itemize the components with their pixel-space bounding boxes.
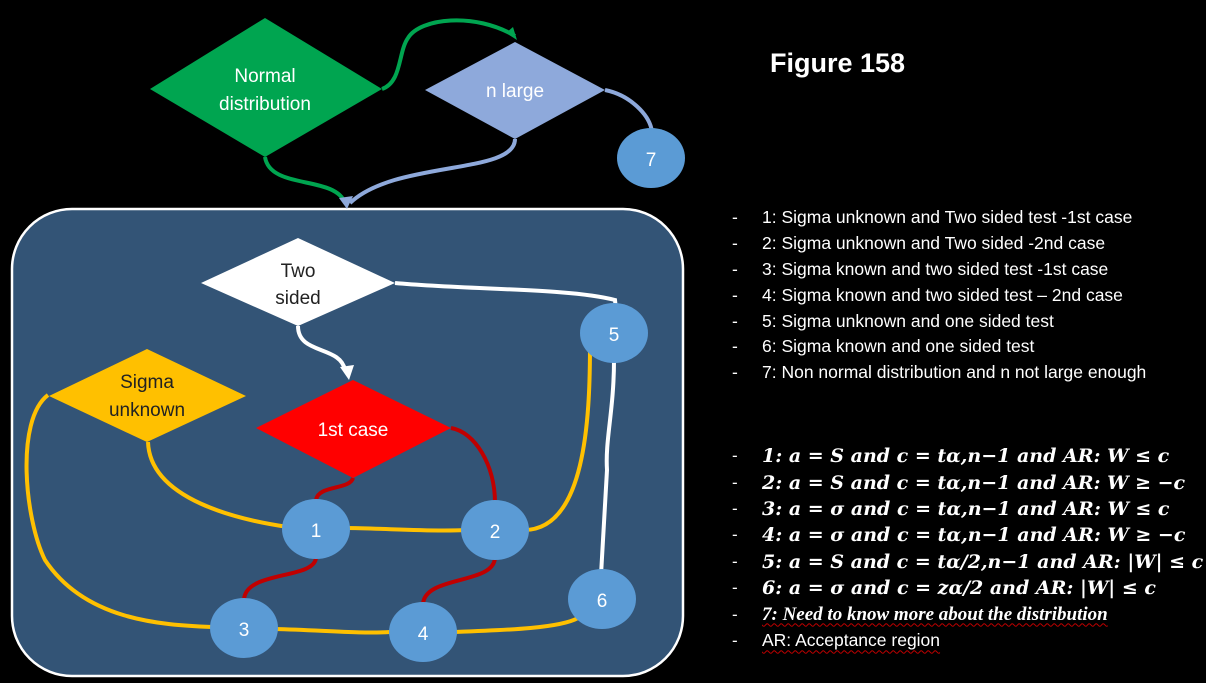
bullet-dash: - [732,362,738,383]
circle-node-1: 1 [282,499,350,559]
formula-item: - 7: Need to know more about the distribu… [732,601,1202,627]
formula-item: - 3: a = σ and c = tα,n−1 and AR: W ≤ c [732,496,1202,522]
edge-3-to-4 [274,627,391,635]
circle-node-6: 6 [568,569,636,629]
circle-node-5: 5 [580,303,648,363]
legend-item: - 5: Sigma unknown and one sided test [732,308,1202,334]
circle-node-2: 2 [461,500,529,560]
bullet-dash: - [732,630,738,650]
sigma-unknown-diamond [49,349,246,442]
formula-text: 1: a = S and c = tα,n−1 and AR: W ≤ c [762,445,1170,468]
circle-node-4: 4 [389,602,457,662]
legend-text: 7: Non normal distribution and n not lar… [762,362,1147,383]
bullet-dash: - [732,551,738,571]
formula-item: - 4: a = σ and c = tα,n−1 and AR: W ≥ −c [732,522,1202,548]
formula-text: 7: Need to know more about the distribut… [762,603,1108,625]
circle-label-5: 5 [609,325,620,346]
normal-distribution-label-1: Normal [234,66,295,87]
bullet-dash: - [732,207,738,228]
bullet-dash: - [732,525,738,545]
bullet-dash: - [732,578,738,598]
n-large-diamond [425,42,605,139]
edge-1-to-2 [344,526,466,533]
sigma-unknown-label-2: unknown [109,400,185,421]
edge-2-to-4 [421,556,497,605]
first-case-label: 1st case [318,420,389,441]
circle-label-6: 6 [597,591,608,612]
formula-text: 5: a = S and c = tα/2,n−1 and AR: |W| ≤ … [762,550,1204,573]
legend-text: 4: Sigma known and two sided test – 2nd … [762,284,1123,305]
legend-text: 3: Sigma known and two sided test -1st c… [762,258,1109,279]
formula-text: 3: a = σ and c = tα,n−1 and AR: W ≤ c [762,497,1170,520]
edge-normal-to-nlarge [381,18,517,91]
legend-item: - 3: Sigma known and two sided test -1st … [732,257,1202,283]
legend-item: - 2: Sigma unknown and Two sided -2nd cas… [732,231,1202,257]
edge-nlarge-to-panel [348,138,517,205]
normal-distribution-label-2: distribution [219,94,311,115]
circle-label-7: 7 [646,150,657,171]
circle-label-2: 2 [490,522,501,543]
formula-item: - AR: Acceptance region [732,628,1202,654]
bullet-dash: - [732,310,738,331]
legend-text: 1: Sigma unknown and Two sided test -1st… [762,207,1133,228]
circle-node-3: 3 [210,598,278,658]
formula-item: - 6: a = σ and c = zα/2 and AR: |W| ≤ c [732,575,1202,601]
circle-label-1: 1 [311,521,322,542]
two-sided-diamond [201,238,395,326]
circle-label-3: 3 [239,620,250,641]
formula-list: - 1: a = S and c = tα,n−1 and AR: W ≤ c -… [732,443,1204,654]
edge-1-to-3 [242,556,318,601]
formula-item: - 5: a = S and c = tα/2,n−1 and AR: |W| ≤… [732,549,1204,575]
edge-5-to-6 [599,359,616,576]
legend-item: - 6: Sigma known and one sided test [732,334,1202,360]
arrowhead-panel [339,196,353,209]
legend-text: 2: Sigma unknown and Two sided -2nd case [762,233,1106,254]
n-large-label: n large [486,81,544,102]
circle-label-4: 4 [418,624,429,645]
arrowhead-firstcase [340,365,354,380]
edge-4-to-6 [454,616,579,634]
bullet-dash: - [732,446,738,466]
edge-sigma-to-3 [24,393,213,629]
figure-title: Figure 158 [770,48,906,78]
circle-node-7: 7 [617,128,685,188]
case-legend: - 1: Sigma unknown and Two sided test -1s… [732,205,1202,386]
formula-text: 2: a = S and c = tα,n−1 and AR: W ≥ −c [762,471,1186,494]
edge-sigma-to-1 [146,441,289,529]
edge-twosided-to-5 [394,281,618,311]
first-case-diamond [256,380,451,478]
legend-item: - 7: Non normal distribution and n not la… [732,360,1202,386]
formula-text: 4: a = σ and c = tα,n−1 and AR: W ≥ −c [762,524,1186,547]
bullet-dash: - [732,336,738,357]
formula-item: - 1: a = S and c = tα,n−1 and AR: W ≤ c [732,443,1202,469]
formula-text: 6: a = σ and c = zα/2 and AR: |W| ≤ c [762,577,1156,600]
bullet-dash: - [732,472,738,492]
edge-nlarge-to-7 [604,88,654,133]
edge-normal-to-panel [263,156,347,204]
formula-item: - 2: a = S and c = tα,n−1 and AR: W ≥ −c [732,469,1202,495]
edge-firstcase-to-2 [450,426,497,504]
arrowhead-nlarge [506,27,517,40]
legend-text: 6: Sigma known and one sided test [762,336,1035,357]
bullet-dash: - [732,284,738,305]
legend-item: - 4: Sigma known and two sided test – 2nd… [732,282,1202,308]
normal-distribution-diamond [150,18,382,157]
legend-text: 5: Sigma unknown and one sided test [762,310,1054,331]
legend-item: - 1: Sigma unknown and Two sided test -1s… [732,205,1202,231]
bullet-dash: - [732,604,738,624]
edge-firstcase-to-1 [314,476,355,501]
bullet-dash: - [732,258,738,279]
two-sided-label-2: sided [275,288,320,309]
bullet-dash: - [732,498,738,518]
sigma-unknown-label-1: Sigma [120,372,174,393]
formula-text: AR: Acceptance region [762,630,941,651]
edge-2-to-5 [523,344,592,532]
bullet-dash: - [732,233,738,254]
edge-twosided-to-firstcase [296,325,347,371]
two-sided-label-1: Two [281,261,316,282]
